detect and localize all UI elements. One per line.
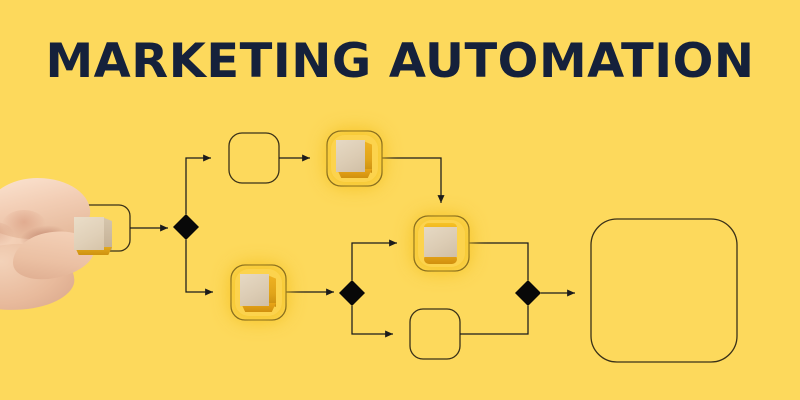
connector-process-e-to-d3 — [460, 306, 529, 335]
cube-block-d — [420, 221, 464, 265]
connector-d1-to-branch-c — [185, 240, 213, 296]
decision-diamond-1[interactable] — [173, 214, 199, 240]
cube-block-b — [333, 136, 377, 180]
process-node-e[interactable] — [409, 308, 461, 360]
decision-diamond-3[interactable] — [515, 280, 541, 306]
process-node-a[interactable] — [228, 132, 280, 184]
page-title: MARKETING AUTOMATION — [45, 34, 755, 89]
connector-d2-to-process-d — [351, 239, 397, 280]
cube-block-c — [237, 270, 281, 314]
connector-process-d-to-d3 — [469, 242, 529, 280]
start-node[interactable] — [75, 204, 131, 252]
connector-d2-to-process-e — [351, 306, 393, 338]
connector-d1-to-branch-a — [185, 154, 211, 214]
outcome-node[interactable] — [590, 218, 738, 363]
decision-diamond-2[interactable] — [339, 280, 365, 306]
connector-process-b-to-process-d — [382, 157, 445, 203]
